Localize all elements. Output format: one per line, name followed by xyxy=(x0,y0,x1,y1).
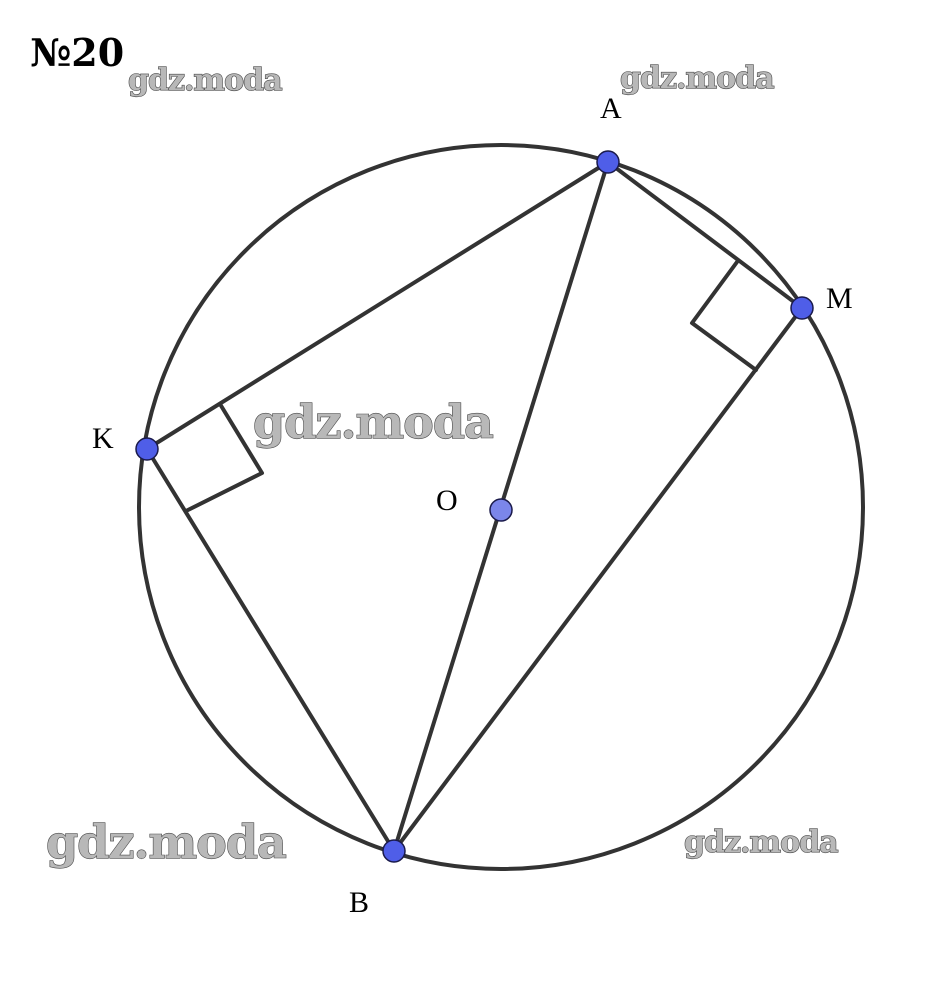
segment-mb xyxy=(392,306,804,853)
right-angle-marker-k xyxy=(184,402,264,513)
watermark-center: gdz.moda xyxy=(253,395,493,449)
right-angle-marker-m xyxy=(690,260,758,372)
point-b xyxy=(382,839,406,863)
label-m: M xyxy=(826,282,853,315)
segment-ak xyxy=(145,160,610,451)
label-k: K xyxy=(92,422,114,455)
label-b: B xyxy=(349,886,369,919)
point-o xyxy=(489,498,513,522)
segment-kb xyxy=(145,447,396,853)
watermark-bottom-left: gdz.moda xyxy=(46,815,286,869)
label-a: A xyxy=(600,92,622,125)
watermark-top-left: gdz.moda xyxy=(128,63,282,98)
point-k xyxy=(135,437,159,461)
circle xyxy=(137,143,865,871)
point-a xyxy=(596,150,620,174)
segment-am xyxy=(606,160,804,310)
point-m xyxy=(790,296,814,320)
label-o: O xyxy=(436,484,458,517)
watermark-top-right: gdz.moda xyxy=(620,61,774,96)
watermark-bottom-right: gdz.moda xyxy=(684,825,838,860)
problem-number: №20 xyxy=(30,30,124,75)
